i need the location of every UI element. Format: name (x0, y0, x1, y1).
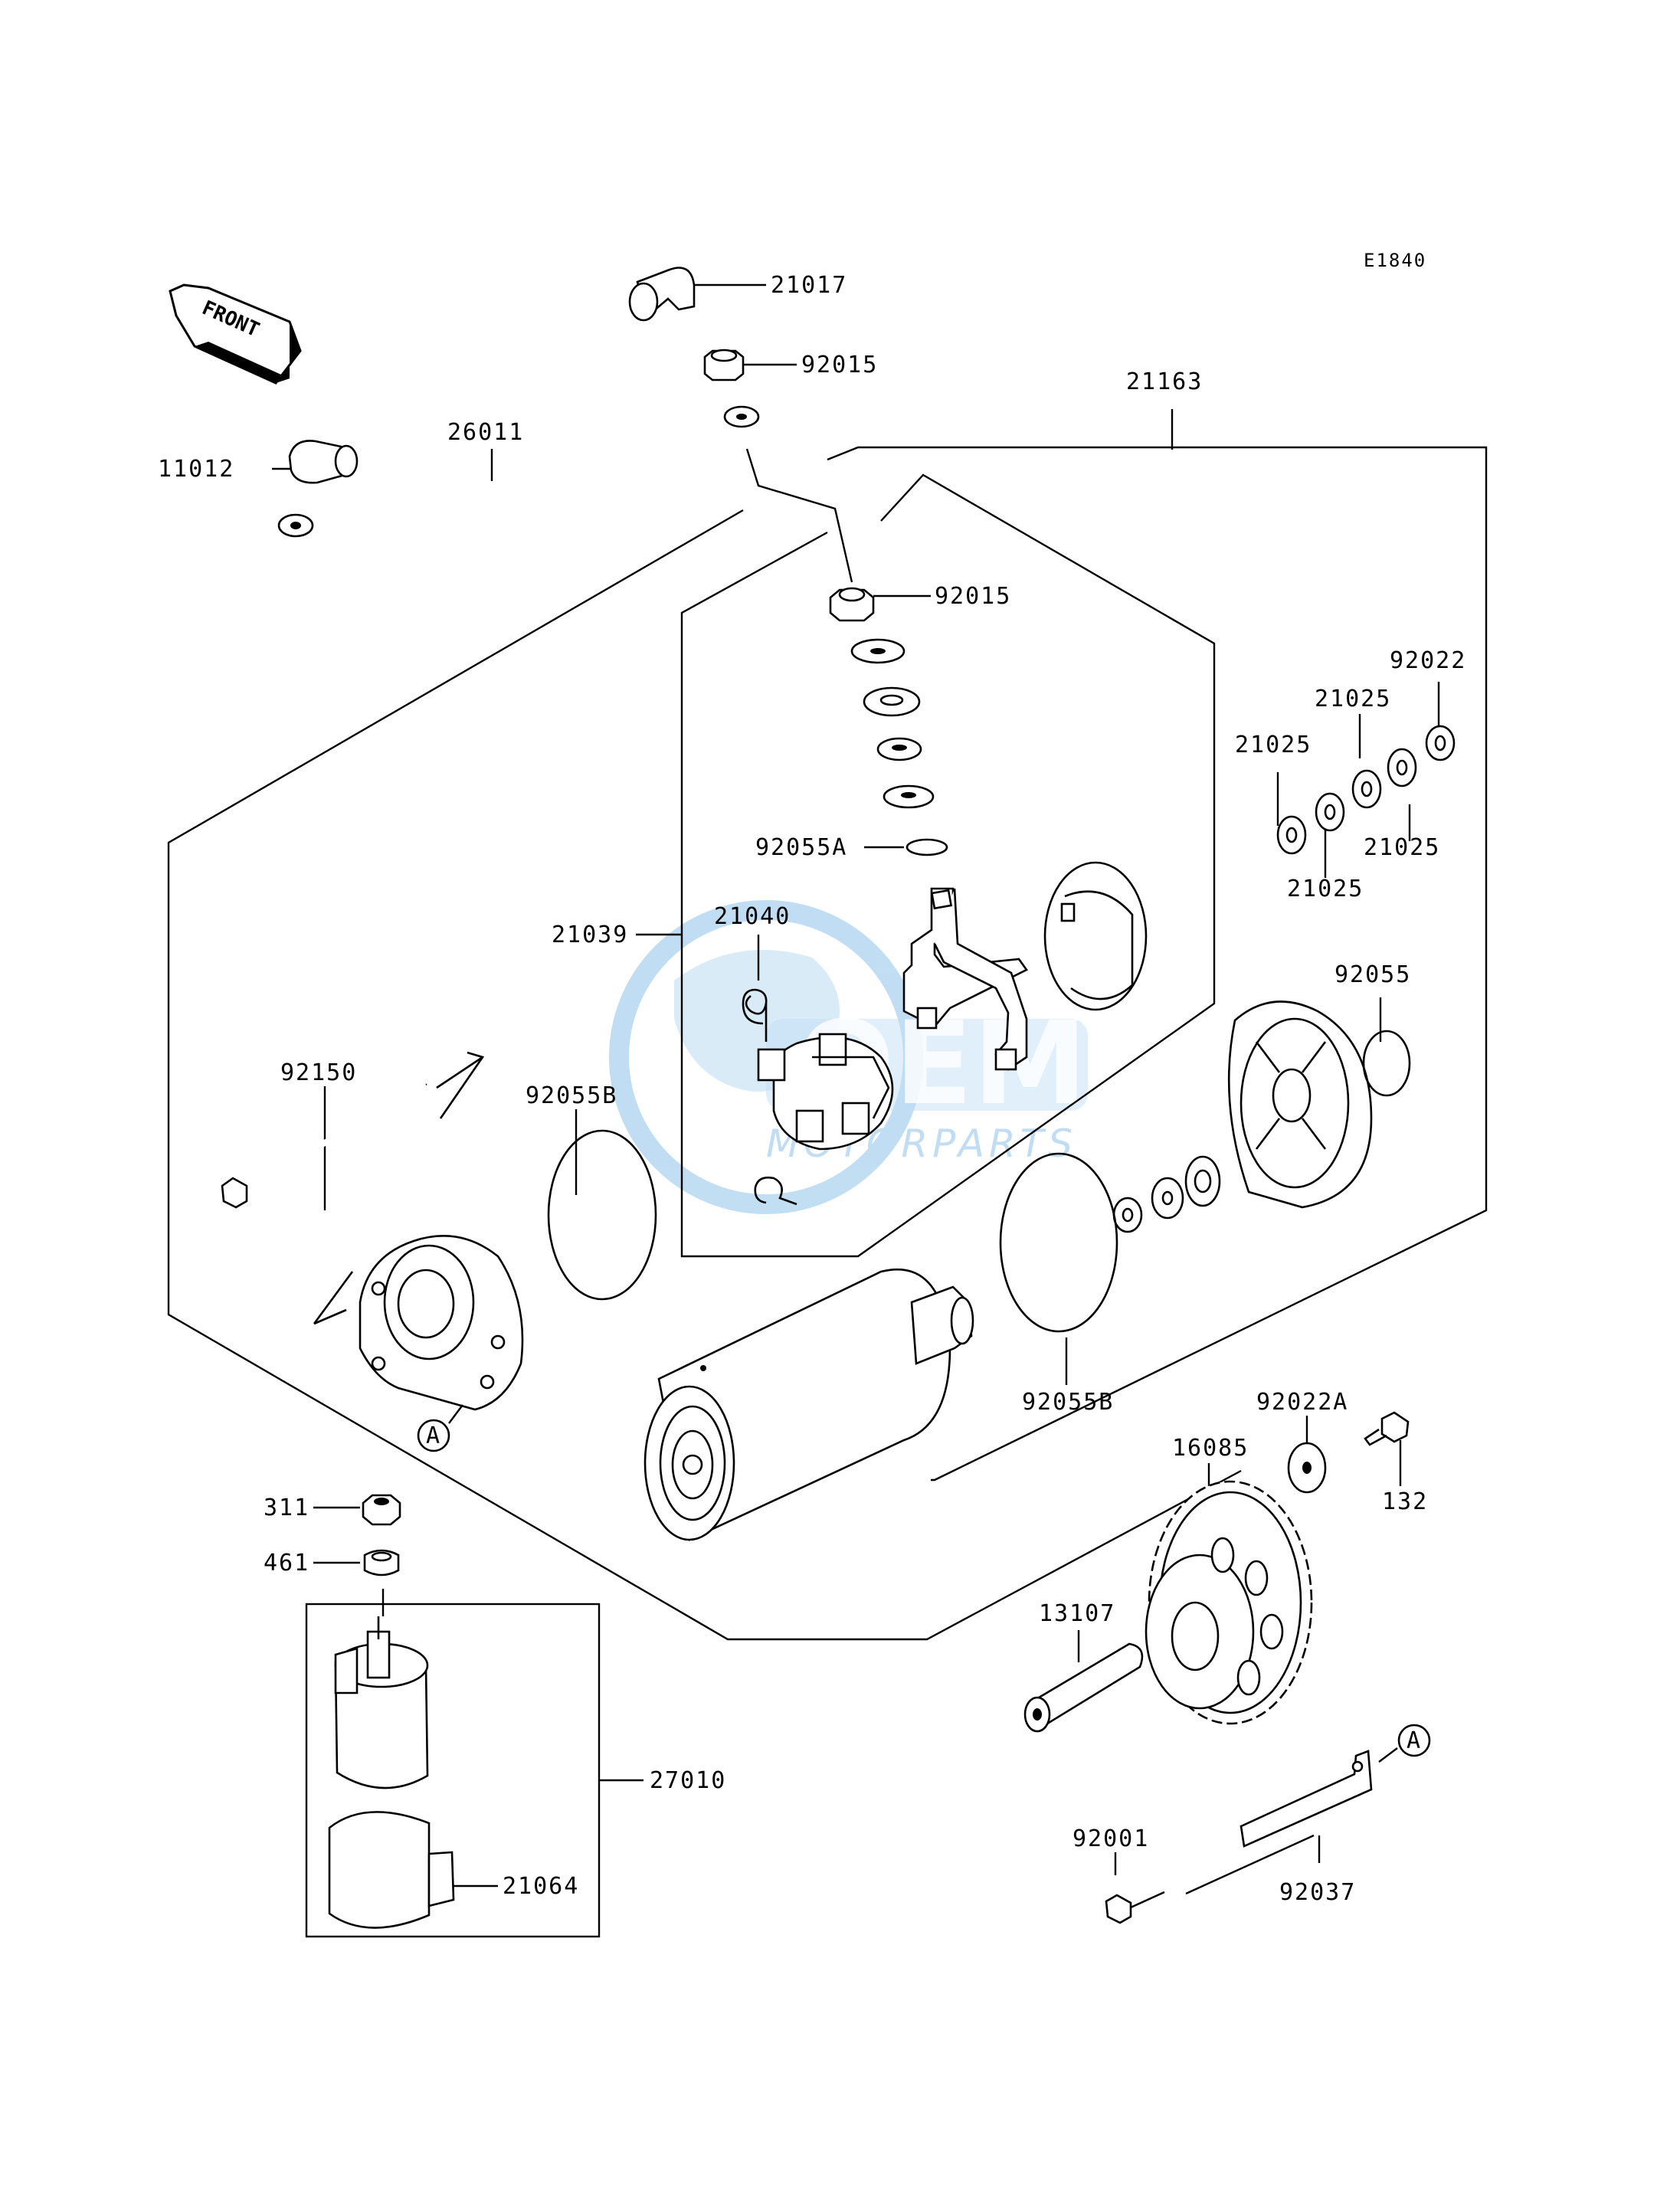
ref-marker-a-left-label: A (426, 1423, 441, 1449)
part-label-92015-lower: 92015 (935, 583, 1011, 610)
ref-marker-a-left: A (417, 1404, 463, 1452)
part-label-92037: 92037 (1279, 1879, 1356, 1906)
part-label-26011: 26011 (447, 419, 524, 446)
part-label-21163: 21163 (1126, 368, 1203, 395)
part-label-21039: 21039 (552, 922, 628, 948)
solenoid-27010 (334, 1616, 429, 1789)
part-labels: 21017 92015 21163 26011 11012 92015 9202… (158, 272, 1466, 1906)
part-label-92055B-center: 92055B (1022, 1389, 1114, 1416)
cable-26011 (277, 405, 760, 538)
bolt-92001 (1105, 1891, 1165, 1924)
part-label-132: 132 (1382, 1488, 1428, 1515)
part-label-13107: 13107 (1039, 1600, 1115, 1627)
part-label-92015-top: 92015 (801, 352, 878, 378)
part-label-92001: 92001 (1073, 1825, 1149, 1852)
cover-21064 (328, 1811, 455, 1929)
part-label-21025-d: 21025 (1287, 876, 1364, 902)
part-label-11012: 11012 (158, 456, 234, 483)
nut-311 (362, 1494, 401, 1526)
washer-stack (850, 638, 948, 856)
bracket-92037 (1240, 1750, 1373, 1848)
part-label-27010: 27010 (650, 1767, 726, 1794)
front-cover (313, 1235, 524, 1411)
part-label-21025-b: 21025 (1235, 732, 1312, 758)
brush-holder-21039 (902, 887, 1028, 1071)
part-label-92055B-left: 92055B (526, 1082, 617, 1109)
part-label-92055A: 92055A (755, 834, 847, 861)
part-label-311: 311 (264, 1495, 309, 1521)
washers-21025 (1276, 725, 1456, 855)
diagram-code: E1840 (1364, 250, 1426, 271)
washer-461 (363, 1549, 400, 1577)
part-label-21017: 21017 (771, 272, 847, 299)
magnet-housing-insert (1043, 861, 1148, 1011)
brush-plate (757, 1033, 894, 1151)
washer-92022A (1287, 1442, 1327, 1494)
shaft-13107 (1023, 1642, 1144, 1733)
front-arrow-icon: FRONT (169, 283, 302, 385)
nut-92015-lower (829, 587, 875, 622)
part-label-21025-a: 21025 (1315, 686, 1391, 712)
o-ring-92055B-center (999, 1152, 1118, 1333)
part-label-21064: 21064 (503, 1873, 579, 1900)
part-label-92055: 92055 (1335, 961, 1411, 988)
gear-16085 (1145, 1480, 1313, 1725)
rubber-cap-21017 (628, 267, 696, 322)
ref-marker-a-right-label: A (1407, 1727, 1422, 1754)
part-label-21040: 21040 (714, 903, 791, 930)
nut-92015-top (703, 349, 745, 381)
o-ring-92055B-left (547, 1129, 657, 1301)
end-cover-92055-side (1227, 1000, 1373, 1209)
part-label-16085: 16085 (1172, 1435, 1249, 1462)
part-label-92022A: 92022A (1256, 1389, 1348, 1416)
cap-11012 (288, 440, 359, 484)
part-label-21025-c: 21025 (1364, 834, 1440, 861)
spring-21040 (742, 988, 797, 1206)
bolt-92150 (221, 1051, 485, 1209)
armature-motor (644, 1268, 974, 1541)
small-washers-right (1112, 1155, 1221, 1233)
part-label-92150: 92150 (280, 1059, 357, 1086)
part-label-92022: 92022 (1390, 647, 1466, 674)
ref-marker-a-right: A (1397, 1724, 1431, 1757)
bolt-132 (1364, 1411, 1410, 1446)
starter-assembly-outline (167, 409, 1488, 1938)
o-ring-92055 (1362, 1030, 1411, 1097)
part-label-461: 461 (264, 1550, 309, 1577)
